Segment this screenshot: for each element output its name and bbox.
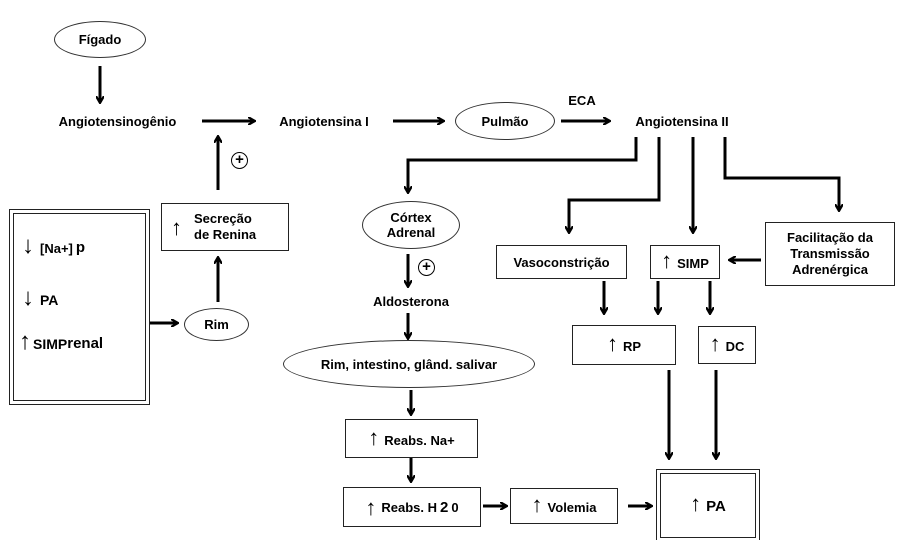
arrow-angiotensina2-cortex [408,137,638,192]
node-facilitacao-label-1: Facilitação da [787,230,873,245]
node-secrecao-label-2: de Renina [194,227,257,242]
node-condicoes: ↓ [Na+] p ↓ PA ↑ SIMP renal [9,209,150,405]
node-cortex-label-1: Córtex [390,210,432,225]
node-reabs-na-label: Reabs. Na+ [368,430,454,448]
node-pa-final-inner: PA [660,473,756,538]
arrow-up-icon: ↑ [365,494,377,520]
node-simp: SIMP [650,245,720,279]
node-cortex-label-2: Adrenal [386,225,436,240]
node-angiotensina2: Angiotensina II [618,111,746,131]
arrow-up-icon: ↑ [19,328,31,355]
arrow-down-icon: ↓ [22,232,34,259]
node-reabs-h2o-suffix: 0 [451,499,459,515]
node-facilitacao: Facilitação da Transmissão Adrenérgica [765,222,895,286]
arrow-down-icon: ↓ [22,284,34,311]
node-cortex-adrenal: Córtex Adrenal [362,201,460,249]
arrow-up-icon: ↑ [171,214,182,240]
node-rp-label: RP [607,336,641,354]
node-secrecao-renina: ↑ Secreção de Renina [161,203,289,251]
plus-icon-renina: + [231,152,248,169]
arrow-angiotensina2-facilitacao [723,137,839,210]
condicao-na-label: [Na+] [40,241,73,256]
node-figado-label: Fígado [78,32,122,47]
label-eca-text: ECA [568,92,596,108]
node-aldosterona-label: Aldosterona [373,293,449,309]
condicao-na: ↓ [Na+] p [22,232,86,259]
node-simp-label: SIMP [661,253,709,271]
node-angiotensinogenio-label: Angiotensinogênio [58,113,177,129]
node-rim-label: Rim [204,317,229,332]
node-pa-final: PA [656,469,760,540]
node-reabs-na: Reabs. Na+ [345,419,478,458]
node-aldosterona: Aldosterona [362,292,460,310]
condicao-simp-label: SIMP [33,336,68,352]
node-angiotensina1-label: Angiotensina I [279,113,369,129]
node-dc-label: DC [710,336,745,354]
node-figado: Fígado [54,21,146,58]
condicao-na-sub: p [75,239,86,256]
node-alvos: Rim, intestino, glând. salivar [283,340,535,388]
node-facilitacao-label-2: Transmissão [790,246,870,261]
node-angiotensina1: Angiotensina I [264,111,384,131]
condicao-simp: ↑ SIMP renal [19,328,104,355]
node-dc: DC [698,326,756,364]
node-reabs-h2o-sub: 2 [440,498,449,516]
plus-icon-aldosterona: + [418,259,435,276]
node-vasoconstricao-label: Vasoconstrição [513,254,610,270]
node-rim: Rim [184,308,249,341]
node-condicoes-inner: ↓ [Na+] p ↓ PA ↑ SIMP renal [13,213,146,401]
node-reabs-h2o: ↑ Reabs. H 2 0 [343,487,481,527]
node-secrecao-label-1: Secreção [194,211,252,226]
arrow-angiotensina2-vasoconstricao [569,137,661,232]
node-facilitacao-label-3: Adrenérgica [792,262,868,277]
node-pulmao-label: Pulmão [481,113,529,129]
node-alvos-label: Rim, intestino, glând. salivar [320,356,498,372]
node-volemia: Volemia [510,488,618,524]
condicao-pa: ↓ PA [22,284,59,311]
node-angiotensinogenio: Angiotensinogênio [40,111,195,131]
node-rp: RP [572,325,676,365]
label-eca: ECA [562,92,602,108]
node-volemia-label: Volemia [532,497,597,515]
node-reabs-h2o-prefix: Reabs. H [381,499,438,515]
node-pa-final-label: PA [690,496,726,515]
node-pulmao: Pulmão [455,102,555,140]
node-angiotensina2-label: Angiotensina II [635,113,729,129]
node-vasoconstricao: Vasoconstrição [496,245,627,279]
condicao-simp-sub: renal [67,335,104,352]
condicao-pa-label: PA [40,292,59,308]
